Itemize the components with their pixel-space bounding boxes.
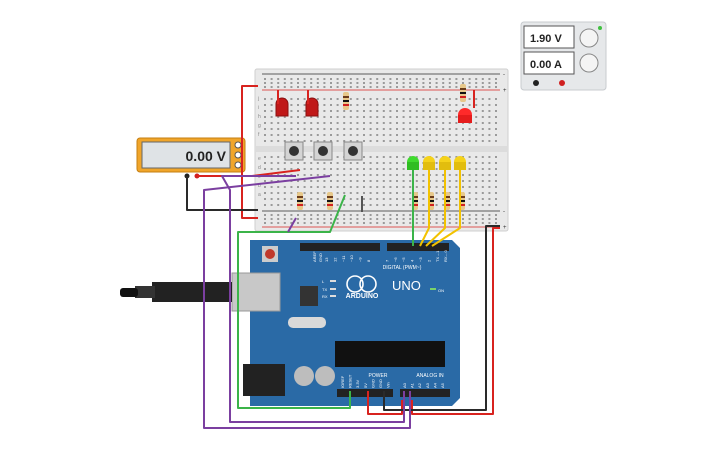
on-led-label: ON [438, 288, 444, 293]
arduino-uno[interactable]: ARDUINO UNO DIGITAL (PWM~) POWER ANALOG … [231, 240, 460, 406]
arduino-logo-text: ARDUINO [346, 293, 379, 300]
psu-negative-terminal[interactable] [533, 80, 539, 86]
usb-cable[interactable] [120, 282, 232, 302]
rx-led-label: RX [322, 294, 328, 299]
wire-green[interactable] [237, 194, 351, 409]
wire-purple-3[interactable] [287, 217, 297, 233]
arduino-pin-label: RX←0 [443, 249, 448, 262]
breadboard-row-label: f [258, 132, 260, 138]
analog-header-label: ANALOG IN [416, 373, 444, 379]
rail-sign: + [503, 225, 507, 231]
usb-port[interactable] [231, 272, 281, 312]
multimeter-mode-ohm[interactable] [234, 161, 242, 169]
breadboard-row-label: g [258, 123, 261, 129]
wire-black-left[interactable] [186, 176, 258, 211]
arduino-pin-label: 3.3V [355, 379, 360, 388]
arduino-pin-label: A3 [425, 382, 430, 388]
psu-current-display: 0.00 A [530, 59, 562, 71]
tx-led-label: TX [322, 287, 327, 292]
arduino-pin-label: IOREF [340, 375, 345, 388]
yellow-led-1[interactable] [423, 156, 435, 170]
digital-header-label: DIGITAL (PWM~) [383, 265, 422, 271]
wire-red-left-rail[interactable] [241, 85, 258, 219]
wire-yellow-1[interactable] [419, 170, 430, 247]
yellow-led-2[interactable] [439, 156, 451, 170]
arduino-pin-label: Vin [386, 382, 391, 388]
power-header-label: POWER [369, 373, 388, 379]
wire-yellow-2[interactable] [425, 170, 446, 247]
dc-power-jack[interactable] [243, 364, 285, 396]
wire-purple-2[interactable] [221, 175, 405, 423]
breadboard-row-label: i [258, 105, 259, 111]
arduino-pin-label: 13 [324, 257, 329, 262]
wire-yellow-3[interactable] [431, 170, 461, 247]
rail-sign: + [503, 88, 507, 94]
l-led-label: L [322, 279, 325, 284]
red-led-lit[interactable] [458, 108, 472, 123]
arduino-pin-label: A4 [432, 382, 437, 388]
green-led[interactable] [407, 156, 419, 170]
arduino-model: UNO [392, 278, 421, 293]
arduino-pin-label: GND [378, 379, 383, 388]
psu-current-knob[interactable] [579, 53, 599, 73]
arduino-pin-label: TX→1 [435, 250, 440, 262]
wire-purple-1[interactable] [203, 175, 411, 429]
arduino-pin-label: A0 [402, 382, 407, 388]
breadboard-row-label: h [258, 114, 261, 120]
multimeter-mode-a[interactable] [234, 141, 242, 149]
pushbutton-1[interactable] [284, 141, 304, 161]
arduino-pin-label: ~5 [401, 257, 406, 262]
psu-positive-terminal[interactable] [559, 80, 565, 86]
wire-black-gnd[interactable] [383, 225, 500, 411]
arduino-pin-label: ~11 [341, 255, 346, 262]
arduino-pin-label: 7 [384, 259, 389, 262]
arduino-pin-label: ~10 [349, 254, 354, 262]
arduino-pin-label: 8 [366, 259, 371, 262]
arduino-pin-label: A2 [417, 382, 422, 388]
arduino-pin-label: 5V [363, 383, 368, 388]
pushbutton-2[interactable] [313, 141, 333, 161]
power-supply[interactable]: 1.90 V 0.00 A [520, 21, 607, 91]
multimeter[interactable]: 0.00 V [136, 137, 246, 179]
arduino-pin-label: ~6 [393, 257, 398, 262]
resistor-top-1[interactable] [343, 92, 349, 110]
breadboard-row-label: a [258, 192, 261, 198]
pushbutton-3[interactable] [343, 141, 363, 161]
arduino-pin-label: 12 [332, 257, 337, 262]
arduino-pin-label: A5 [440, 382, 445, 388]
breadboard-row-label: e [258, 156, 261, 162]
breadboard-row-label: j [257, 96, 259, 102]
yellow-led-3[interactable] [454, 156, 466, 170]
rail-sign: - [503, 209, 505, 215]
arduino-pin-label: 4 [410, 259, 415, 262]
arduino-pin-label: ~3 [418, 257, 423, 262]
rail-sign: - [503, 72, 505, 78]
breadboard-row-label: b [258, 183, 261, 189]
arduino-pin-label: 2 [426, 259, 431, 262]
arduino-pin-label: A1 [410, 382, 415, 388]
resistor-top-2[interactable] [460, 84, 466, 102]
psu-voltage-knob[interactable] [579, 28, 599, 48]
breadboard-row-label: d [258, 165, 261, 171]
wire-red-5v[interactable] [367, 391, 403, 415]
arduino-pin-label: ~9 [358, 257, 363, 262]
multimeter-mode-v[interactable] [234, 151, 242, 159]
arduino-pin-label: GND [318, 253, 323, 262]
psu-voltage-display: 1.90 V [530, 33, 562, 45]
arduino-pin-label: GND [370, 379, 375, 388]
arduino-pin-label: RESET [348, 374, 353, 388]
arduino-pin-label: AREF [312, 251, 317, 262]
multimeter-display: 0.00 V [186, 148, 227, 164]
